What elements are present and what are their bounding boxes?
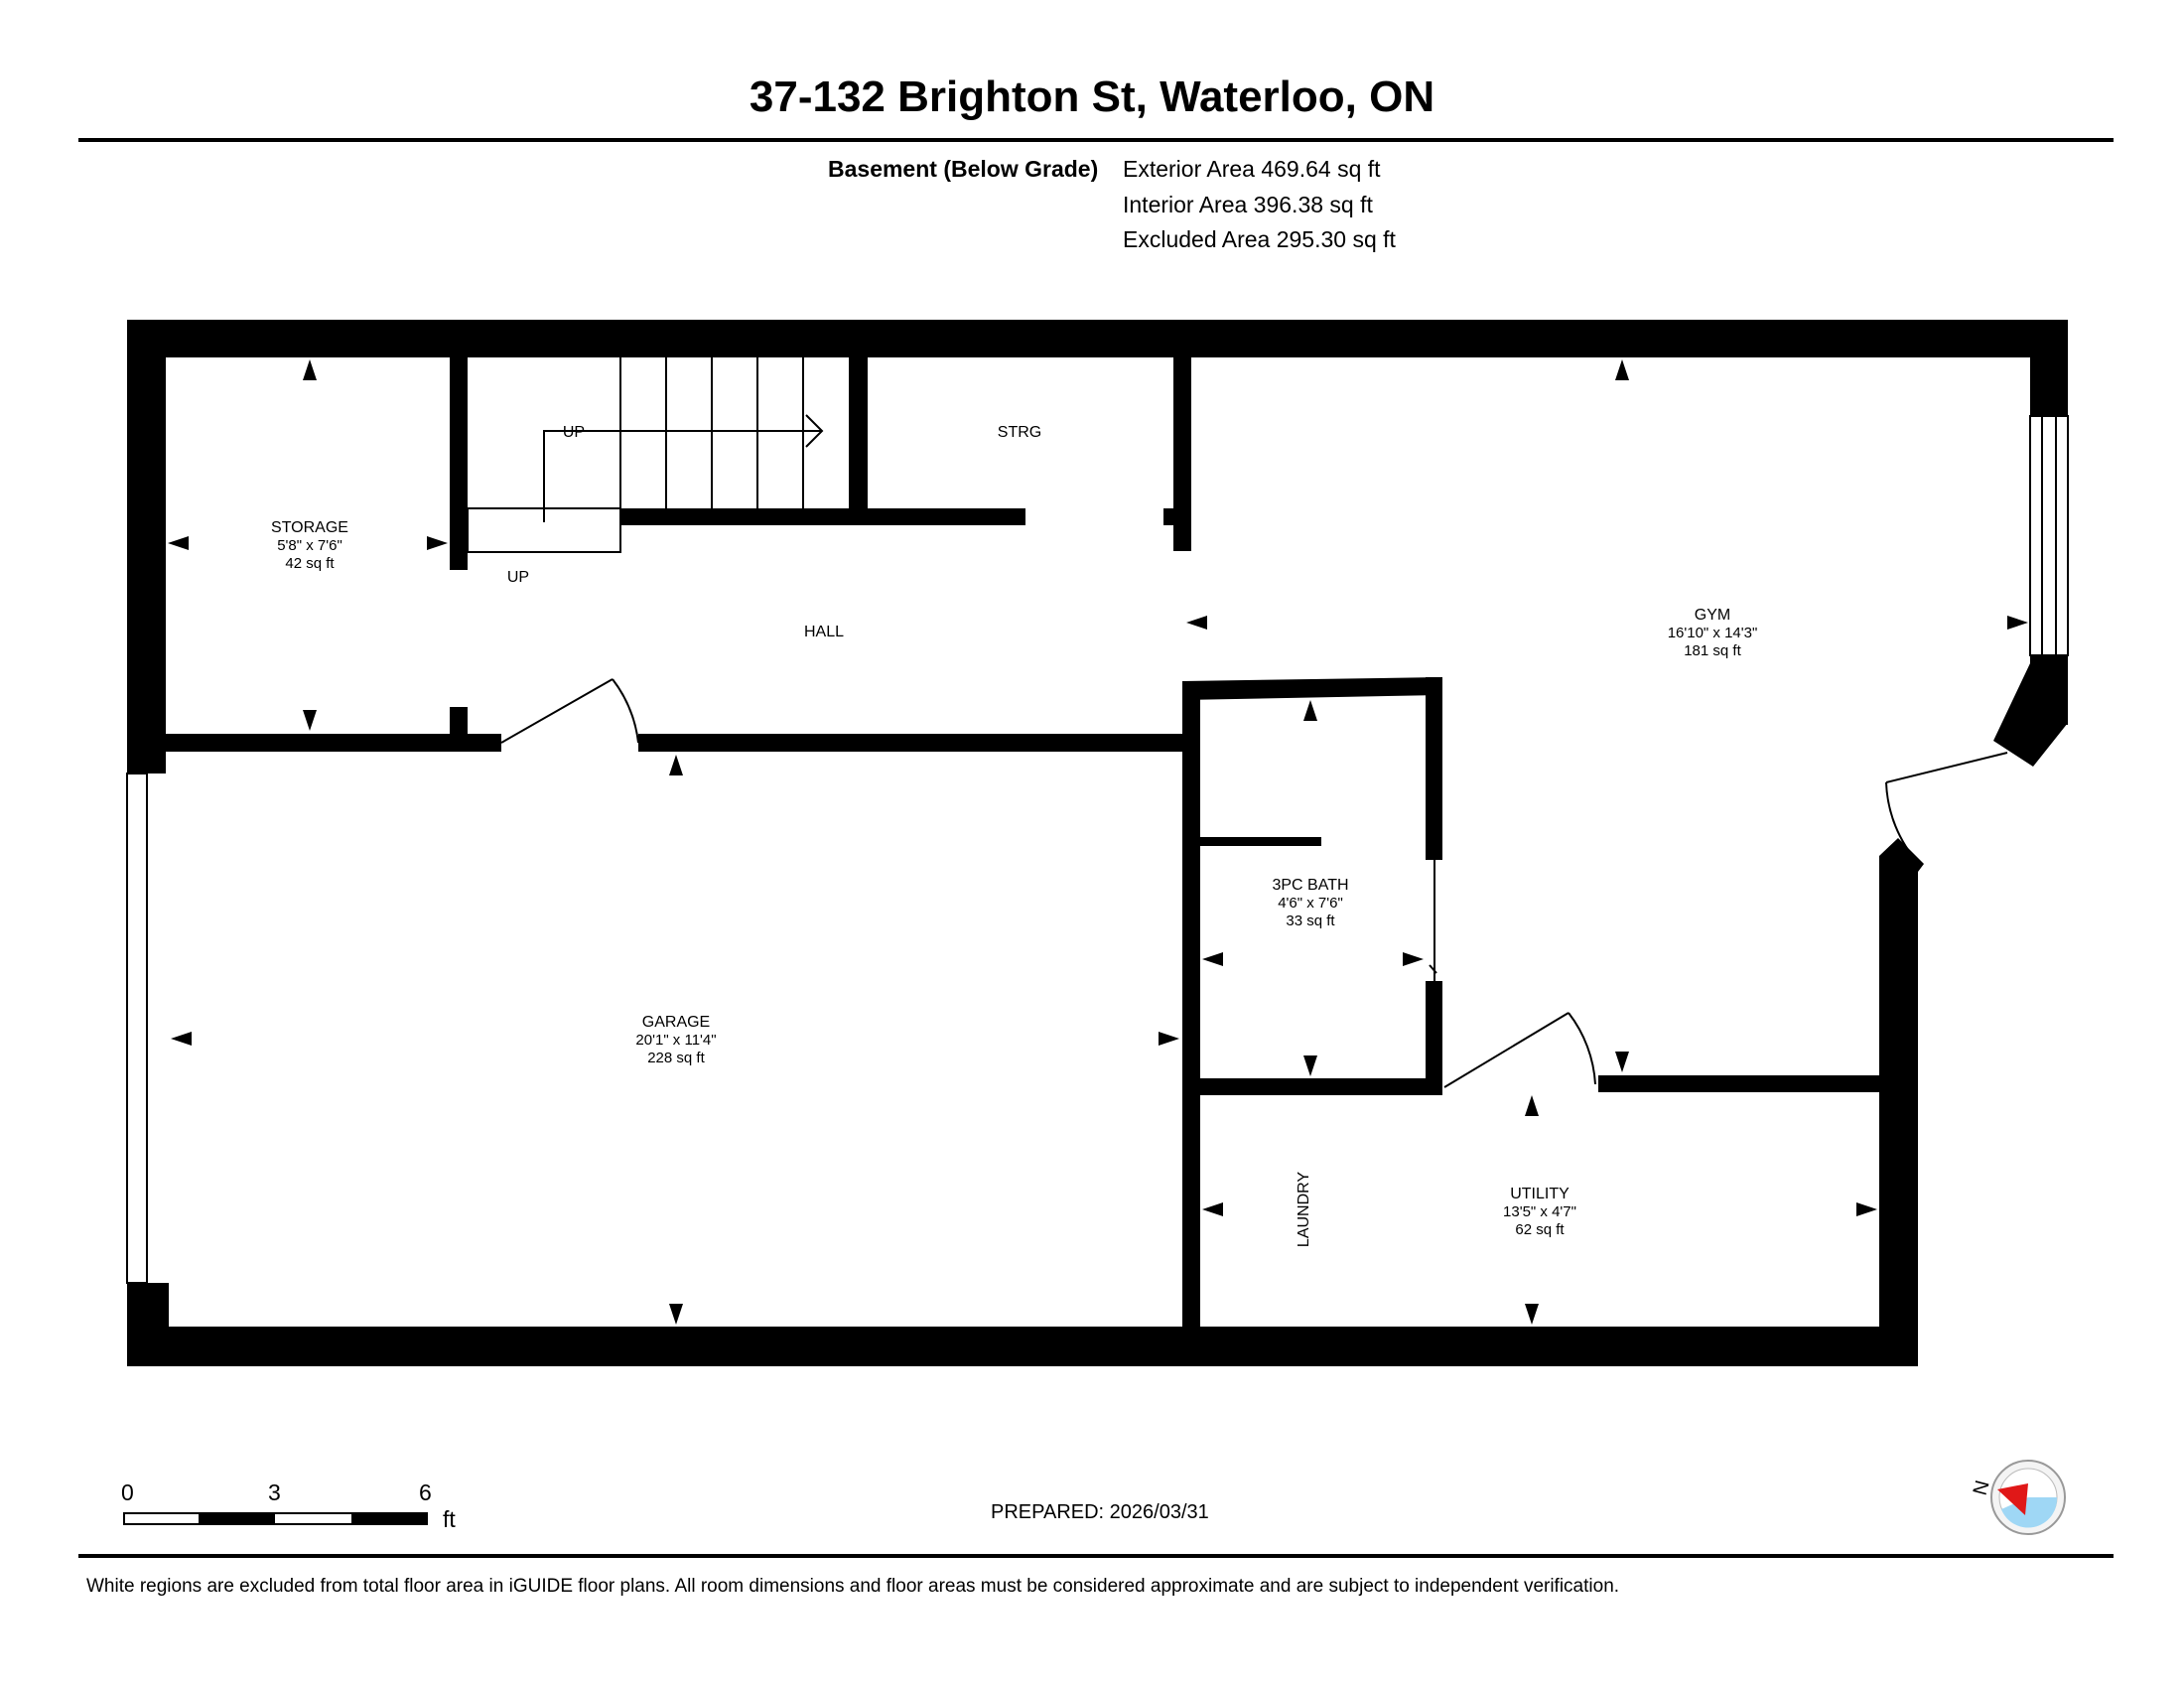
excluded-area: Excluded Area 295.30 sq ft: [1123, 226, 1396, 252]
scale-tick-6: 6: [419, 1479, 432, 1505]
garage-dims: 20'1" x 11'4": [635, 1032, 716, 1049]
interior-area: Interior Area 396.38 sq ft: [1123, 192, 1373, 217]
scale-unit: ft: [443, 1506, 456, 1532]
dimension-arrows: [168, 359, 2028, 1325]
utility-dims: 13'5" x 4'7": [1503, 1203, 1576, 1220]
compass-north-label: N: [1970, 1478, 1994, 1498]
garage-area: 228 sq ft: [647, 1050, 705, 1066]
window-left: [126, 773, 148, 1284]
bath-dims: 4'6" x 7'6": [1278, 895, 1343, 912]
hall-name: HALL: [804, 624, 844, 640]
strg-name: STRG: [998, 424, 1041, 441]
bath-area: 33 sq ft: [1286, 913, 1335, 929]
utility-name: UTILITY: [1510, 1186, 1570, 1202]
doors: [500, 678, 2008, 1088]
scale-bar: [123, 1512, 428, 1525]
walls: [127, 320, 2068, 1366]
storage-name: STORAGE: [271, 519, 348, 536]
storage-dims: 5'8" x 7'6": [277, 537, 342, 554]
footer-divider: [78, 1554, 2114, 1558]
bath-name: 3PC BATH: [1272, 877, 1348, 894]
stairs-up-label: UP: [563, 424, 585, 441]
gym-area: 181 sq ft: [1684, 642, 1741, 659]
utility-area: 62 sq ft: [1515, 1221, 1565, 1238]
compass: N: [1970, 1460, 2066, 1535]
floor-level-label: Basement (Below Grade): [828, 156, 1099, 182]
scale-tick-3: 3: [268, 1479, 281, 1505]
disclaimer-text: White regions are excluded from total fl…: [86, 1576, 1620, 1597]
garage-name: GARAGE: [642, 1014, 710, 1031]
staircase: [467, 357, 824, 553]
exterior-area: Exterior Area 469.64 sq ft: [1123, 156, 1381, 182]
header-divider: [78, 138, 2114, 142]
compass-needle: [1997, 1483, 2028, 1515]
page-title: 37-132 Brighton St, Waterloo, ON: [749, 72, 1435, 121]
prepared-date: PREPARED: 2026/03/31: [991, 1501, 1209, 1523]
stairs-up-label-lower: UP: [507, 569, 529, 586]
gym-dims: 16'10" x 14'3": [1668, 625, 1758, 641]
storage-area: 42 sq ft: [285, 555, 335, 572]
scale-tick-0: 0: [121, 1479, 134, 1505]
window-right: [2029, 415, 2069, 656]
laundry-name: LAUNDRY: [1296, 1172, 1312, 1248]
gym-name: GYM: [1695, 607, 1730, 624]
